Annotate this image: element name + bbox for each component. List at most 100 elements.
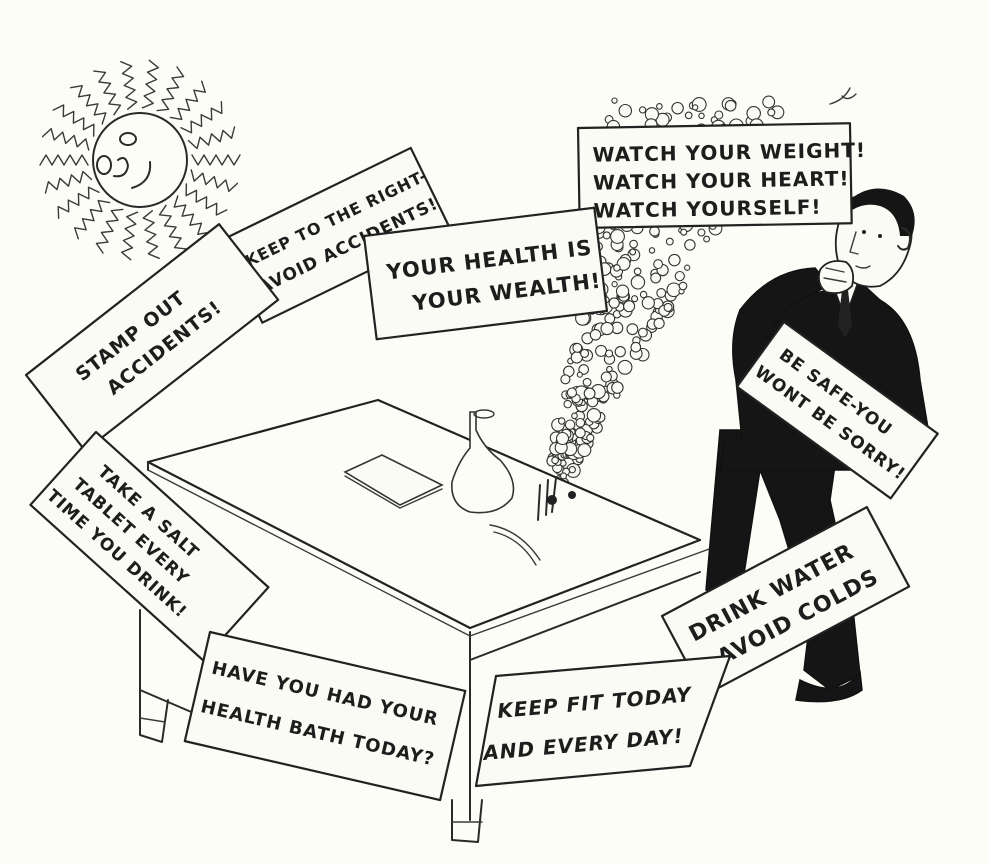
smoke-bubble [574, 427, 586, 439]
smoke-bubble [608, 297, 620, 309]
smoke-bubble [656, 103, 663, 110]
smoke-bubble [560, 374, 571, 385]
smoke-bubble [630, 341, 642, 353]
smoke-bubble [629, 248, 637, 256]
smoke-bubble [653, 259, 664, 270]
smoke-bubble [605, 349, 614, 358]
smoke-bubble [671, 101, 684, 115]
sign-line: WATCH YOUR HEART! [593, 166, 850, 194]
smoke-bubble [697, 228, 706, 237]
smoke-bubble [564, 419, 576, 430]
smoke-bubble [656, 288, 667, 298]
man-hand [817, 260, 855, 295]
smoke-bubble [586, 433, 595, 443]
sign-stamp-out-accidents: STAMP OUT ACCIDENTS! [24, 223, 280, 452]
sun-ray [169, 80, 206, 121]
smoke-bubble [589, 329, 602, 341]
smoke-bubble [633, 267, 642, 276]
smoke-bubble [586, 408, 602, 423]
smoke-bubble [555, 431, 570, 446]
smoke-bubble [613, 264, 621, 272]
smoke-bubble [684, 111, 693, 120]
sun-ray [93, 70, 122, 116]
sun-ray [173, 195, 210, 235]
smoke-bubble [600, 321, 614, 336]
smoke-bubble [626, 323, 639, 336]
paper-sheet-icon [343, 454, 444, 509]
smoke-bubble [637, 327, 648, 338]
smoke-bubble [714, 110, 724, 120]
smoke-bubble [767, 108, 776, 117]
smoke-bubble [563, 399, 572, 409]
sign-keep-to-the-right: KEEP TO THE RIGHT- AVOID ACCIDENTS! [220, 146, 453, 324]
smoke-bubble [600, 371, 612, 383]
smoke-bubble [629, 239, 638, 249]
sign-line: WATCH YOURSELF! [593, 195, 822, 223]
smoke-bubble [692, 104, 699, 111]
sun-ray [121, 211, 139, 261]
smoke-bubble [630, 275, 646, 290]
smoke-bubble [557, 417, 566, 425]
smoke-bubble [674, 270, 685, 282]
sun-ray [74, 199, 111, 240]
sign-health-bath: HAVE YOU HAD YOUR HEALTH BATH TODAY? [183, 630, 467, 802]
sign-watch-yourself: WATCH YOUR WEIGHT! WATCH YOUR HEART! WAT… [576, 122, 866, 230]
sign-your-health-is-your-wealth: YOUR HEALTH IS YOUR WEALTH! [362, 206, 609, 341]
smoke-bubble [698, 112, 705, 120]
smoke-bubble [724, 99, 737, 112]
smoke-bubble [617, 359, 633, 375]
man-hair [852, 188, 915, 236]
smoke-bubble [602, 231, 611, 240]
sun-eye-icon [96, 155, 112, 175]
smoke-bubble [631, 295, 639, 303]
smiling-sun-icon [39, 59, 241, 261]
smoke-bubble [638, 106, 647, 114]
sun-ray [41, 127, 90, 151]
smoke-bubble [614, 346, 626, 358]
smoke-bubble [615, 284, 630, 298]
smoke-bubble [648, 247, 656, 254]
smoke-bubble [649, 225, 660, 237]
smoke-bubble [665, 237, 674, 246]
sun-ray [57, 186, 100, 219]
sun-ray [158, 204, 187, 250]
sun-ray [39, 154, 89, 166]
smoke-bubble [650, 272, 662, 284]
desk-top [146, 398, 702, 630]
smoke-bubble [610, 229, 625, 244]
smoke-bubble [551, 456, 559, 465]
smoke-bubble [684, 239, 696, 251]
sign-keep-fit-today: KEEP FIT TODAY AND EVERY DAY! [474, 654, 732, 788]
smoke-bubble [641, 296, 655, 310]
sun-ray [187, 126, 236, 150]
sun-ray [142, 210, 160, 259]
smoke-bubble [576, 371, 583, 378]
smoke-bubble [595, 344, 608, 357]
sun-ray [120, 61, 138, 110]
smoke-bubble [746, 106, 761, 121]
smoke-bubble [666, 282, 682, 298]
smoke-bubble [582, 377, 592, 387]
sun-ray [44, 170, 93, 194]
smoke-bubble [559, 472, 568, 480]
smoke-bubble [678, 281, 688, 291]
sun-ray [70, 85, 107, 125]
smoke-bubble [663, 302, 673, 312]
desk-leg [451, 799, 483, 843]
smoke-bubble [668, 253, 681, 267]
smoke-bubble [611, 381, 624, 394]
smoke-bubble [703, 235, 711, 243]
smoke-bubble [611, 281, 618, 288]
smoke-bubble [623, 300, 636, 313]
smoke-bubble [762, 95, 776, 109]
smoke-bubble [680, 228, 688, 236]
desk-leg [139, 689, 169, 743]
smoke-bubble [653, 317, 665, 330]
smoke-bubble [577, 443, 592, 458]
desk-figure [139, 398, 713, 843]
bottle-icon [451, 409, 515, 514]
smoke-bubble [572, 342, 583, 353]
smoke-bubble [575, 417, 586, 428]
